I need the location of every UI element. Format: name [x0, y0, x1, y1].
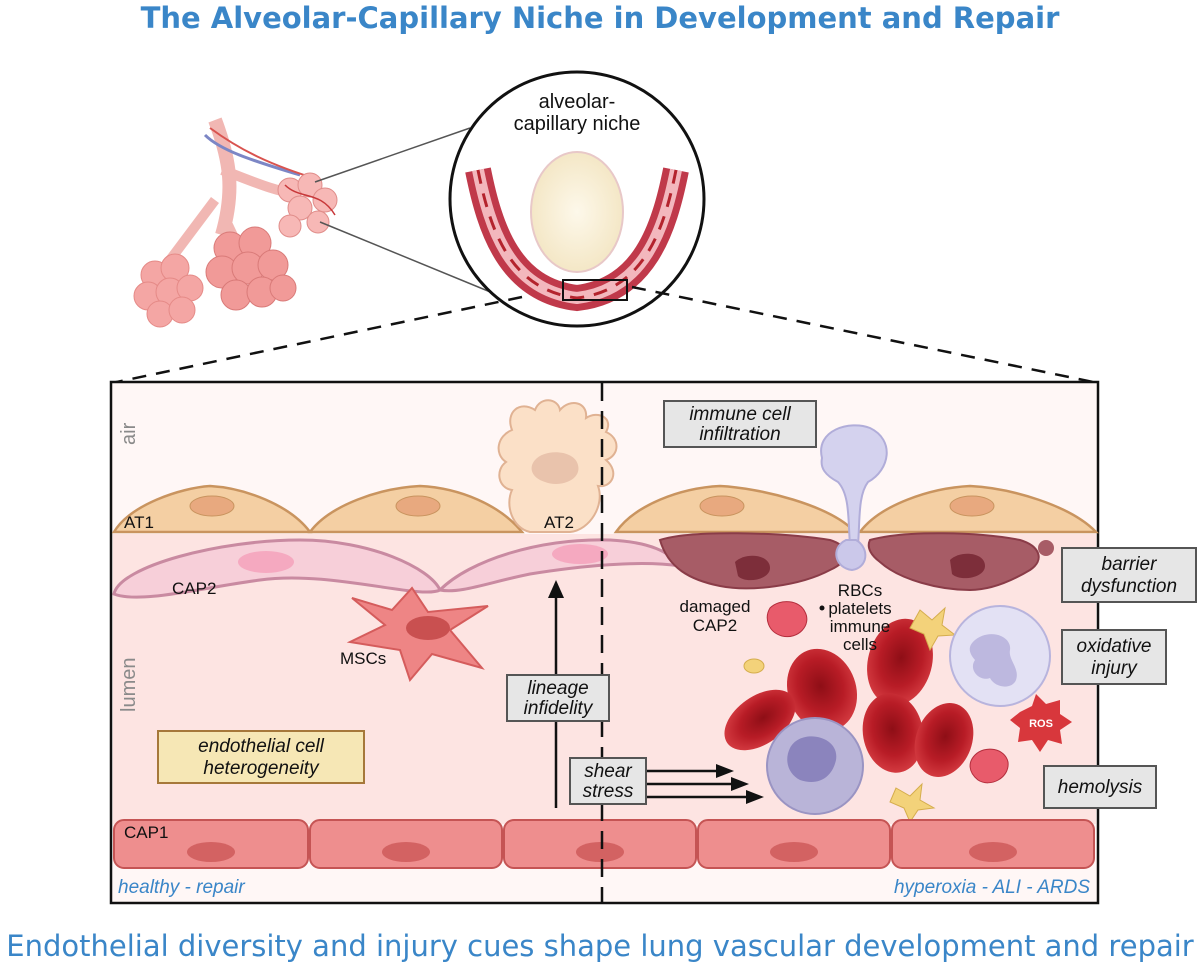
rbcs-label-4: cells — [843, 635, 877, 654]
oxidative-injury-box: oxidative injury — [1061, 629, 1167, 685]
air-label: air — [118, 422, 140, 445]
svg-text:injury: injury — [1091, 658, 1138, 679]
svg-text:infidelity: infidelity — [524, 698, 594, 719]
svg-text:lineage: lineage — [527, 678, 588, 699]
zoom-line-top — [314, 127, 471, 183]
shear-stress-box: shear stress — [569, 757, 647, 805]
alveolar-cluster-center — [205, 226, 297, 311]
figure-caption: Endothelial diversity and injury cues sh… — [6, 929, 1194, 963]
zoom-dash-right — [631, 285, 1099, 385]
injury-condition-label: hyperoxia - ALI - ARDS — [894, 877, 1090, 898]
zoom-dash-left — [111, 295, 523, 385]
zoom-line-bottom — [319, 221, 506, 299]
page-title: The Alveolar-Capillary Niche in Developm… — [140, 1, 1060, 35]
svg-text:infiltration: infiltration — [699, 424, 780, 445]
at1-cell-row — [111, 484, 1099, 534]
barrier-dysfunction-box: barrier dysfunction — [1061, 547, 1197, 603]
rbcs-label-2: platelets — [828, 599, 891, 618]
ros-burst: ROS — [1010, 694, 1072, 752]
alveolar-cluster-top — [277, 172, 338, 238]
inset-label-line2: capillary niche — [514, 113, 641, 135]
platelets — [743, 601, 1009, 824]
svg-text:barrier: barrier — [1102, 554, 1158, 575]
svg-text:dysfunction: dysfunction — [1081, 576, 1177, 597]
rbcs-label-1: RBCs — [838, 581, 882, 600]
transmigrating-immune-cell — [820, 424, 888, 572]
svg-text:shear: shear — [584, 761, 632, 782]
healthy-repair-label: healthy - repair — [118, 877, 245, 898]
lumen-label: lumen — [118, 658, 140, 712]
svg-text:immune cell: immune cell — [689, 404, 791, 425]
immune-infiltration-box: immune cell infiltration — [663, 400, 817, 448]
at2-label: AT2 — [544, 513, 574, 532]
damaged-cap2-label-2: CAP2 — [693, 616, 737, 635]
cap2-cells — [112, 538, 684, 599]
at1-label: AT1 — [124, 513, 154, 532]
hemolysis-box: hemolysis — [1043, 765, 1157, 809]
rbcs-label-3: immune — [830, 617, 890, 636]
monocyte — [766, 717, 864, 815]
lineage-infidelity-box: lineage infidelity — [506, 674, 610, 722]
damaged-cap2-cells — [658, 532, 1054, 592]
alveolar-cluster-left — [133, 253, 204, 328]
niche-inset: alveolar- capillary niche — [448, 70, 706, 328]
cap1-label: CAP1 — [124, 823, 168, 842]
svg-text:oxidative: oxidative — [1077, 636, 1152, 657]
cap1-cell-row — [113, 819, 1095, 869]
at2-cell — [497, 399, 618, 533]
shear-stress-arrows — [630, 764, 764, 804]
rbc-cluster — [724, 618, 974, 777]
alveolus — [530, 151, 624, 273]
svg-text:endothelial cell: endothelial cell — [198, 736, 324, 757]
endothelial-heterogeneity-box: endothelial cell heterogeneity — [157, 730, 365, 784]
svg-text:stress: stress — [583, 781, 634, 802]
ros-label: ROS — [1029, 718, 1053, 730]
lung-illustration — [133, 117, 506, 328]
svg-text:hemolysis: hemolysis — [1058, 777, 1143, 798]
svg-text:heterogeneity: heterogeneity — [203, 758, 320, 779]
main-panel: ROS air lu — [109, 380, 1197, 905]
damaged-cap2-label-1: damaged — [680, 597, 751, 616]
msc-cell — [346, 586, 489, 683]
neutrophil — [949, 605, 1051, 707]
zoom-region-box — [562, 279, 628, 301]
inset-label-line1: alveolar- — [539, 91, 616, 113]
cap2-label: CAP2 — [172, 579, 216, 598]
mscs-label: MSCs — [340, 649, 386, 668]
